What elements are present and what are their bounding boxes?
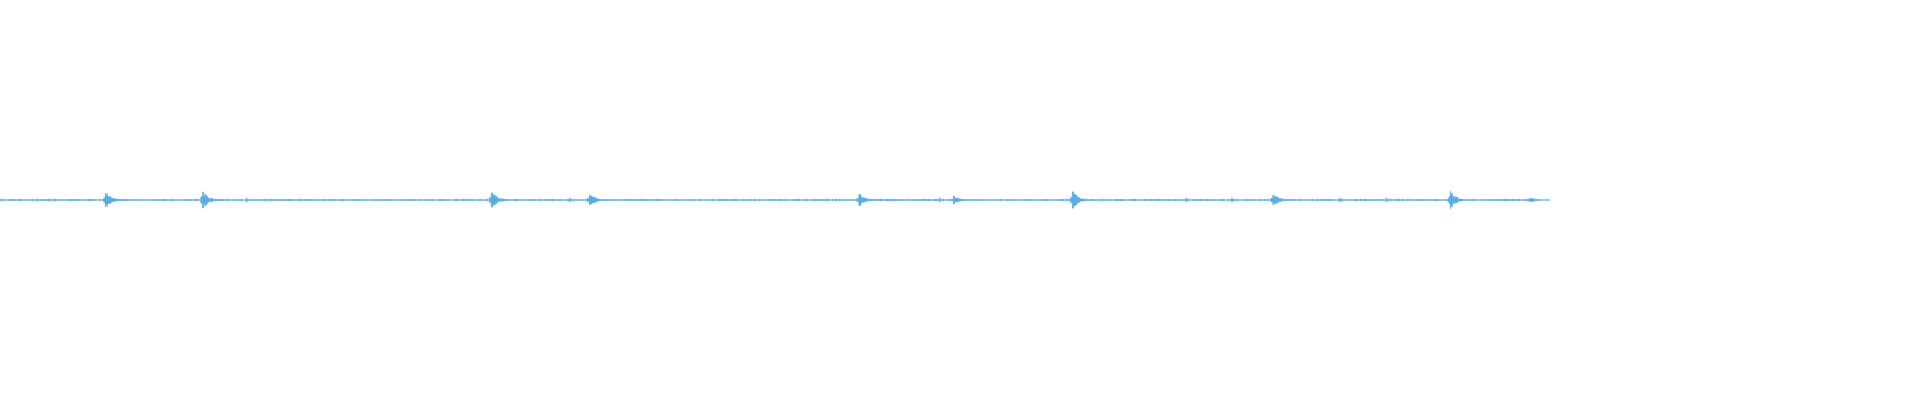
waveform-peak [951,195,974,205]
waveform-noise-trace [0,198,1540,202]
waveform-peak [489,192,512,208]
waveform-noise [0,198,1540,202]
waveform-blip [1185,197,1188,203]
